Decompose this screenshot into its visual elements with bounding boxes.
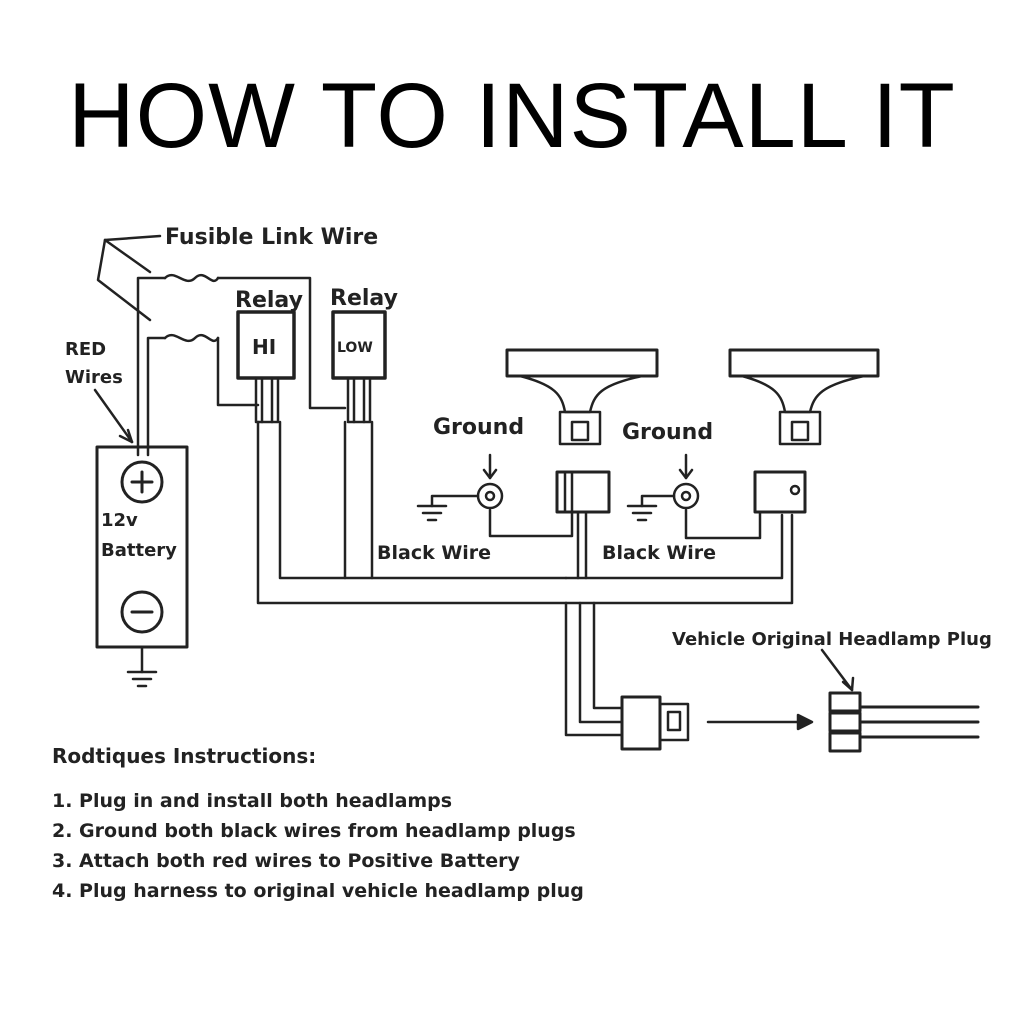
ground-right-label: Ground [622, 420, 713, 445]
ground-left-label: Ground [433, 415, 524, 440]
instructions-list: 1. Plug in and install both headlamps 2.… [52, 786, 752, 906]
hi-label: HI [252, 335, 276, 359]
headlamp-right [684, 348, 880, 540]
instruction-step: 1. Plug in and install both headlamps [52, 790, 453, 812]
relay-low-label: Relay [330, 286, 398, 311]
fusible-link-pointer [96, 234, 162, 322]
black-wire-left-label: Black Wire [377, 542, 491, 564]
instructions-heading: Rodtiques Instructions: [52, 744, 317, 768]
relay-low [331, 310, 387, 424]
ground-left-symbol [416, 453, 504, 522]
black-wire-right-label: Black Wire [602, 542, 716, 564]
headlamp-left [488, 348, 659, 580]
battery-label: Battery [101, 540, 177, 561]
battery-voltage-label: 12v [101, 510, 138, 531]
instruction-step: 3. Attach both red wires to Positive Bat… [52, 850, 520, 872]
plug-arrow [706, 713, 814, 731]
vehicle-plug [820, 648, 980, 753]
harness-to-plug [564, 601, 690, 751]
instructions: Rodtiques Instructions: 1. Plug in and i… [52, 744, 752, 906]
relay-hi [236, 310, 296, 424]
red-wires-label-1: RED [65, 339, 106, 360]
red-wires-label-2: Wires [65, 367, 123, 388]
relay-hi-label: Relay [235, 288, 303, 313]
ground-right-symbol [626, 453, 700, 522]
red-wires [136, 273, 347, 457]
instruction-step: 4. Plug harness to original vehicle head… [52, 880, 584, 902]
battery [95, 445, 189, 688]
instruction-step: 2. Ground both black wires from headlamp… [52, 820, 576, 842]
fusible-link-label: Fusible Link Wire [165, 225, 378, 250]
low-label: LOW [337, 340, 373, 356]
red-wires-pointer [93, 388, 134, 444]
vehicle-plug-label: Vehicle Original Headlamp Plug [672, 629, 992, 650]
page-title: HOW TO INSTALL IT [68, 65, 956, 167]
relay-harness [256, 420, 794, 605]
